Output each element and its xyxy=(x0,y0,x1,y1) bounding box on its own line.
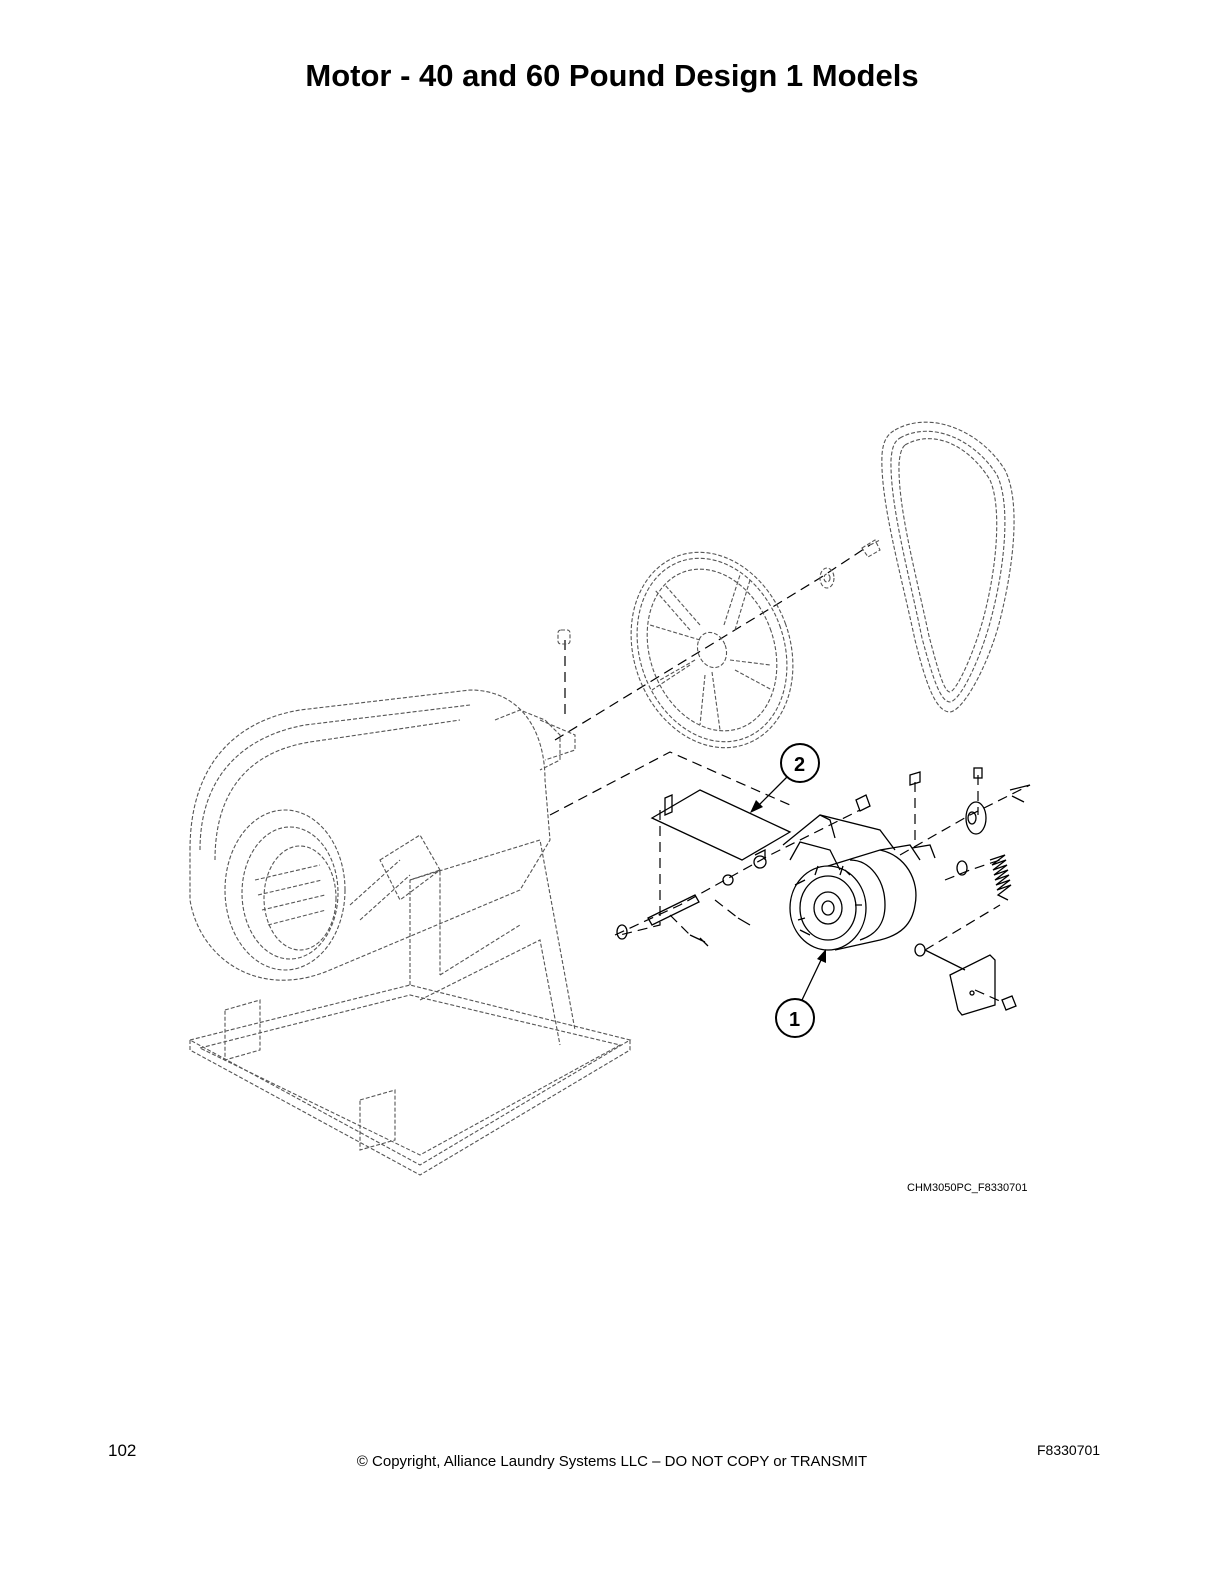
pulley-bolt xyxy=(861,539,881,558)
figure-id: CHM3050PC_F8330701 xyxy=(907,1182,1028,1194)
base-frame xyxy=(188,839,632,1176)
washer-left xyxy=(616,924,628,940)
nut-1 xyxy=(722,874,734,886)
nut-3 xyxy=(855,794,871,812)
motor xyxy=(782,814,936,951)
callout-1: 1 xyxy=(775,949,826,1038)
page-number: 102 xyxy=(108,1441,137,1460)
document-number: F8330701 xyxy=(1037,1442,1101,1458)
shaft-centerline xyxy=(554,544,871,741)
key xyxy=(909,771,921,786)
bolt-lower xyxy=(669,914,709,947)
blower-housing xyxy=(189,689,561,981)
bracket xyxy=(949,954,996,1016)
bolt-small xyxy=(1009,784,1031,803)
plate-guide-line xyxy=(619,810,661,936)
hardware-axis xyxy=(614,809,861,936)
setscrew xyxy=(557,629,571,645)
page-title: Motor - 40 and 60 Pound Design 1 Models xyxy=(305,58,919,93)
motor-mounting-plate xyxy=(650,789,792,861)
right-axis-line xyxy=(899,784,1031,856)
bolt-right xyxy=(714,899,751,926)
nut-line xyxy=(974,989,1003,1003)
drive-belt xyxy=(881,421,1015,713)
callout-2: 2 xyxy=(750,743,820,813)
shaft-end xyxy=(539,719,576,761)
svg-text:1: 1 xyxy=(789,1009,800,1031)
motor-pulley xyxy=(965,801,987,835)
nut-2 xyxy=(753,855,767,869)
mounting-rod xyxy=(647,894,700,926)
setscrew-right xyxy=(973,767,983,779)
mount-guide-line xyxy=(549,751,791,816)
copyright-notice: © Copyright, Alliance Laundry Systems LL… xyxy=(356,1453,868,1470)
washer-right xyxy=(956,860,968,876)
pulley-washer xyxy=(819,567,835,589)
bracket-line xyxy=(924,904,1001,951)
washer-line xyxy=(944,859,1001,881)
spring xyxy=(989,854,1012,901)
nut-right xyxy=(1001,995,1017,1011)
svg-text:2: 2 xyxy=(794,754,805,776)
large-pulley xyxy=(630,551,794,749)
eyebolt xyxy=(914,943,966,971)
